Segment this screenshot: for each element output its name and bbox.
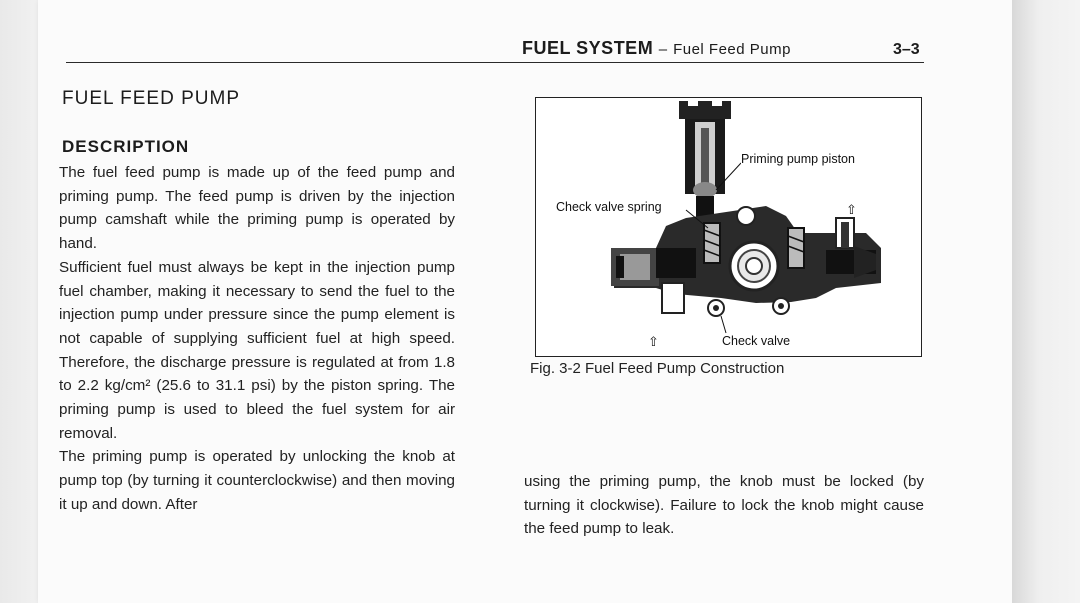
header-subsection: Fuel Feed Pump bbox=[673, 41, 791, 58]
figure-caption: Fig. 3-2 Fuel Feed Pump Construction bbox=[530, 360, 785, 377]
page-right-shadow bbox=[1012, 0, 1080, 603]
fuel-outlet-arrow-icon: ⇧ bbox=[846, 202, 857, 217]
description-heading: DESCRIPTION bbox=[62, 137, 190, 156]
page-left-margin bbox=[0, 0, 38, 603]
pump-cross-section-drawing bbox=[611, 98, 881, 334]
running-header: FUEL SYSTEM – Fuel Feed Pump bbox=[522, 38, 791, 59]
description-body: The fuel feed pump is made up of the fee… bbox=[59, 161, 455, 517]
header-separator: – bbox=[658, 41, 668, 58]
header-rule bbox=[66, 62, 924, 63]
label-priming-pump-piston: Priming pump piston bbox=[741, 152, 855, 166]
pump-diagram: Priming pump piston Check valve spring C… bbox=[535, 97, 922, 357]
section-title: FUEL FEED PUMP bbox=[62, 88, 240, 109]
header-section: FUEL SYSTEM bbox=[522, 38, 654, 58]
page-number: 3–3 bbox=[893, 41, 920, 58]
continued-text: using the priming pump, the knob must be… bbox=[524, 473, 924, 537]
paragraph-1: The fuel feed pump is made up of the fee… bbox=[59, 164, 455, 253]
fuel-inlet-arrow-icon: ⇧ bbox=[648, 334, 659, 349]
paragraph-3: The priming pump is operated by unlockin… bbox=[59, 448, 455, 513]
label-check-valve-spring: Check valve spring bbox=[556, 200, 662, 214]
paragraph-2: Sufficient fuel must always be kept in t… bbox=[59, 258, 455, 442]
label-check-valve: Check valve bbox=[722, 334, 791, 348]
